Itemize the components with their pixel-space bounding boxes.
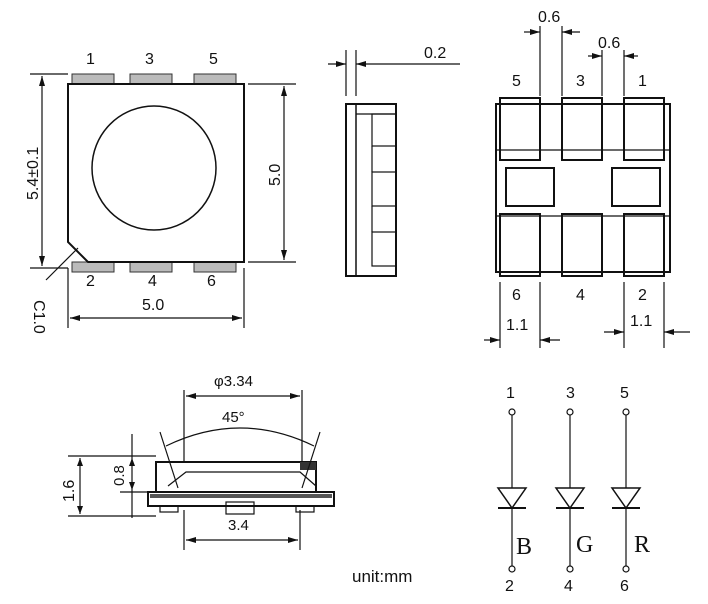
bottom-pin-2: 2 [638, 287, 647, 304]
thickness-dim: 0.2 [424, 45, 446, 62]
cathode-pin-4: 4 [564, 578, 573, 595]
diameter-dim: φ3.34 [214, 373, 253, 390]
top-pin-2: 2 [86, 273, 95, 290]
pitch-top-dim: 0.6 [538, 9, 560, 26]
bottom-pin-3: 3 [576, 73, 585, 90]
bottom-view: 5 3 1 6 4 2 0.6 0.6 1.1 [484, 9, 690, 348]
side-view: 0.2 [328, 45, 460, 277]
pad-bottom-6 [193, 261, 237, 273]
diode-schematic: 1 B 2 3 G 4 5 R 6 [496, 385, 650, 595]
base-width-dim: 3.4 [228, 517, 249, 534]
pad-top-3 [129, 73, 173, 85]
height-1.6-dim: 1.6 [61, 480, 78, 502]
height-dim-5.4: 5.4±0.1 [25, 147, 42, 200]
lens-height-dim: 0.8 [111, 465, 128, 486]
color-red-label: R [634, 532, 650, 558]
anode-pin-1: 1 [506, 385, 515, 402]
pad-top-1 [71, 73, 115, 85]
bottom-pin-6: 6 [512, 287, 521, 304]
pad-width-right-dim: 1.1 [630, 313, 652, 330]
pad-width-left-dim: 1.1 [506, 317, 528, 334]
unit-label: unit:mm [352, 567, 412, 586]
bottom-pin-1: 1 [638, 73, 647, 90]
width-dim: 5.0 [142, 297, 164, 314]
lens-circle [91, 105, 217, 231]
bottom-pin-5: 5 [512, 73, 521, 90]
angle-dim: 45° [222, 409, 245, 426]
cathode-pin-6: 6 [620, 578, 629, 595]
pad-bottom-4 [129, 261, 173, 273]
cathode-pin-2: 2 [505, 578, 514, 595]
top-view: 1 3 5 2 4 6 5.4±0.1 5.0 5.0 C1.0 [25, 51, 296, 334]
pitch-right-dim: 0.6 [598, 35, 620, 52]
top-pin-1: 1 [86, 51, 95, 68]
top-pin-4: 4 [148, 273, 157, 290]
bottom-pin-4: 4 [576, 287, 585, 304]
top-body [67, 83, 245, 263]
pad-bottom-2 [71, 261, 115, 273]
profile-view: 45° φ3.34 1.6 0.8 3.4 [61, 373, 335, 550]
color-blue-label: B [516, 534, 532, 560]
color-green-label: G [576, 532, 593, 558]
top-pin-3: 3 [145, 51, 154, 68]
top-pin-6: 6 [207, 273, 216, 290]
inner-height-dim: 5.0 [267, 164, 284, 186]
anode-pin-5: 5 [620, 385, 629, 402]
top-pin-5: 5 [209, 51, 218, 68]
chamfer-dim: C1.0 [30, 300, 47, 334]
pad-top-5 [193, 73, 237, 85]
anode-pin-3: 3 [566, 385, 575, 402]
